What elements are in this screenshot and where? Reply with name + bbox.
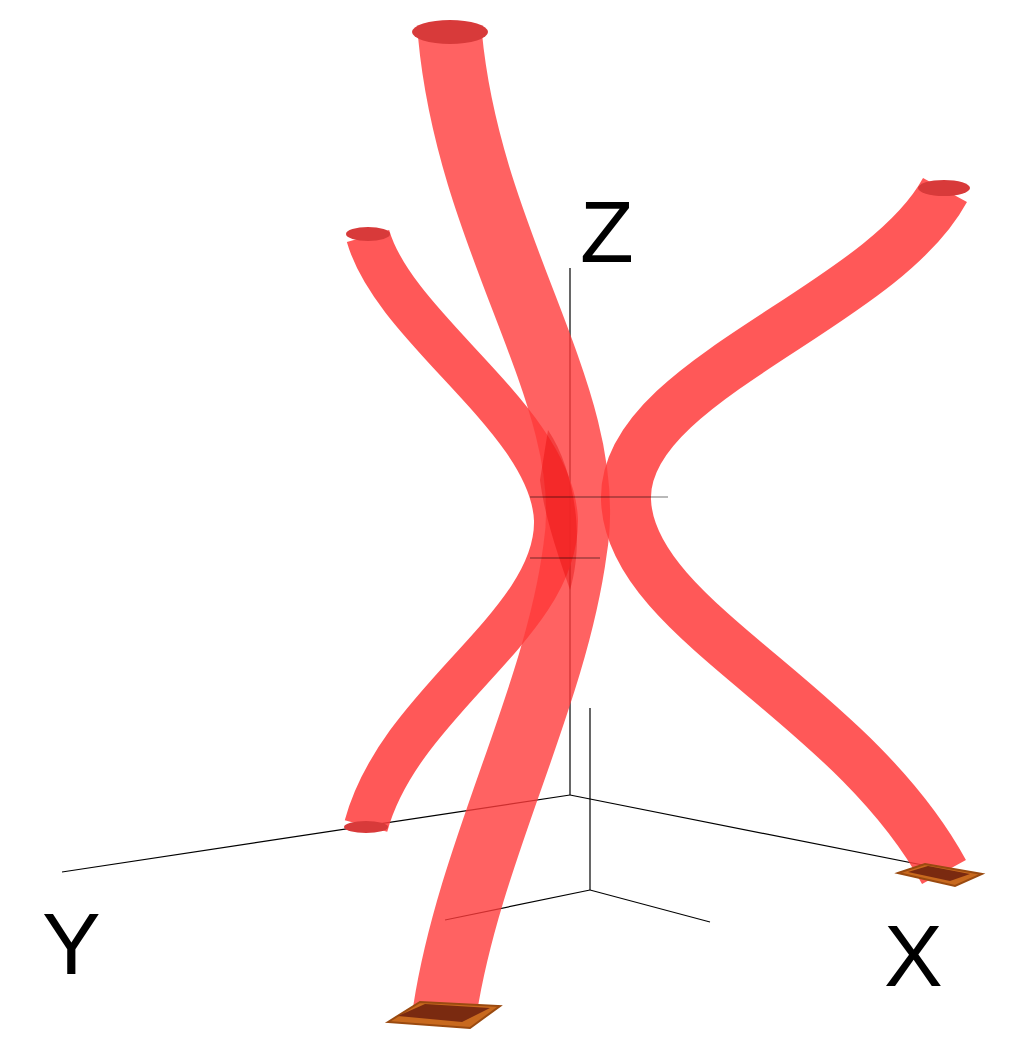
axis-label: Y bbox=[42, 900, 101, 988]
tube-ends bbox=[344, 20, 970, 833]
axis-label: X bbox=[884, 912, 943, 1000]
overlap-shade bbox=[540, 430, 577, 590]
axis-label: Z bbox=[580, 188, 634, 276]
tubes bbox=[366, 35, 945, 1010]
base-pads bbox=[388, 864, 982, 1028]
center-lines bbox=[530, 497, 668, 558]
